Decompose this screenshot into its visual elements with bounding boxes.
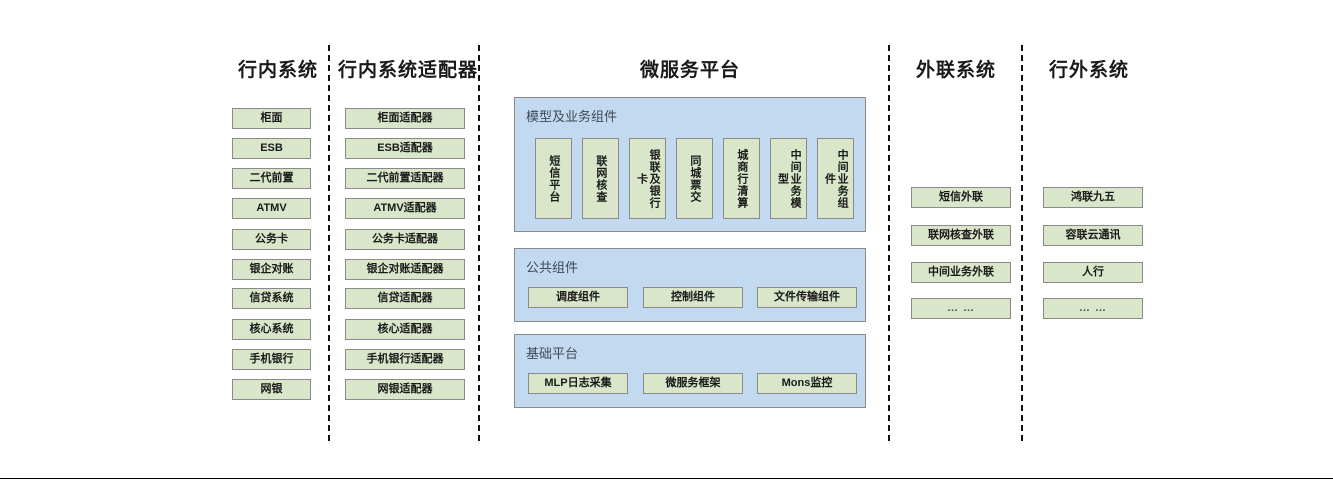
node-external-link-system-more[interactable]: … …	[911, 298, 1011, 319]
column-divider-4	[1021, 45, 1023, 441]
node-outside-bank-system[interactable]: 人行	[1043, 262, 1143, 283]
panel-base-platform	[514, 334, 866, 408]
node-public-component[interactable]: 文件传输组件	[757, 287, 857, 308]
column-header-outside-bank-systems: 行外系统	[1048, 60, 1129, 81]
node-internal-system[interactable]: ESB	[232, 138, 311, 159]
node-internal-system[interactable]: 核心系统	[232, 319, 311, 340]
node-internal-system[interactable]: 公务卡	[232, 229, 311, 250]
node-base-platform-component[interactable]: MLP日志采集	[528, 373, 628, 394]
panel-title-base-platform: 基础平台	[526, 346, 579, 361]
panel-public-components	[514, 248, 866, 322]
node-internal-adapter[interactable]: 柜面适配器	[345, 108, 465, 129]
node-internal-system[interactable]: ATMV	[232, 198, 311, 219]
node-internal-adapter[interactable]: 公务卡适配器	[345, 229, 465, 250]
node-internal-adapter[interactable]: 网银适配器	[345, 379, 465, 400]
node-model-component[interactable]: 联网核查	[582, 138, 619, 219]
node-base-platform-component[interactable]: Mons监控	[757, 373, 857, 394]
node-model-component[interactable]: 城商行清算	[723, 138, 760, 219]
panel-title-public-components: 公共组件	[526, 260, 579, 275]
node-external-link-system[interactable]: 短信外联	[911, 187, 1011, 208]
node-internal-system[interactable]: 柜面	[232, 108, 311, 129]
node-outside-bank-system[interactable]: 鸿联九五	[1043, 187, 1143, 208]
node-internal-adapter[interactable]: 银企对账适配器	[345, 259, 465, 280]
node-internal-adapter[interactable]: ESB适配器	[345, 138, 465, 159]
node-internal-system[interactable]: 网银	[232, 379, 311, 400]
node-external-link-system[interactable]: 联网核查外联	[911, 225, 1011, 246]
panel-title-model-business-components: 模型及业务组件	[526, 109, 618, 124]
column-divider-2	[478, 45, 480, 441]
column-header-external-link-systems: 外联系统	[915, 60, 996, 81]
node-internal-adapter[interactable]: 二代前置适配器	[345, 168, 465, 189]
node-model-component[interactable]: 同城票交	[676, 138, 713, 219]
node-internal-system[interactable]: 二代前置	[232, 168, 311, 189]
column-divider-3	[888, 45, 890, 441]
node-model-component[interactable]: 中间业务模型	[770, 138, 807, 219]
node-public-component[interactable]: 调度组件	[528, 287, 628, 308]
bottom-divider	[0, 478, 1333, 479]
node-outside-bank-system[interactable]: 容联云通讯	[1043, 225, 1143, 246]
column-divider-1	[328, 45, 330, 441]
column-header-internal-systems: 行内系统	[237, 60, 318, 81]
node-internal-adapter[interactable]: ATMV适配器	[345, 198, 465, 219]
node-internal-adapter[interactable]: 信贷适配器	[345, 288, 465, 309]
node-public-component[interactable]: 控制组件	[643, 287, 743, 308]
node-model-component[interactable]: 银联及银行卡	[629, 138, 666, 219]
node-outside-bank-system-more[interactable]: … …	[1043, 298, 1143, 319]
column-header-internal-adapters: 行内系统适配器	[338, 60, 479, 81]
node-external-link-system[interactable]: 中间业务外联	[911, 262, 1011, 283]
node-base-platform-component[interactable]: 微服务框架	[643, 373, 743, 394]
node-model-component[interactable]: 中间业务组件	[817, 138, 854, 219]
node-internal-adapter[interactable]: 核心适配器	[345, 319, 465, 340]
node-internal-system[interactable]: 银企对账	[232, 259, 311, 280]
node-model-component[interactable]: 短信平台	[535, 138, 572, 219]
node-internal-adapter[interactable]: 手机银行适配器	[345, 349, 465, 370]
page-title-microservice-platform: 微服务平台	[639, 60, 740, 81]
node-internal-system[interactable]: 信贷系统	[232, 288, 311, 309]
node-internal-system[interactable]: 手机银行	[232, 349, 311, 370]
